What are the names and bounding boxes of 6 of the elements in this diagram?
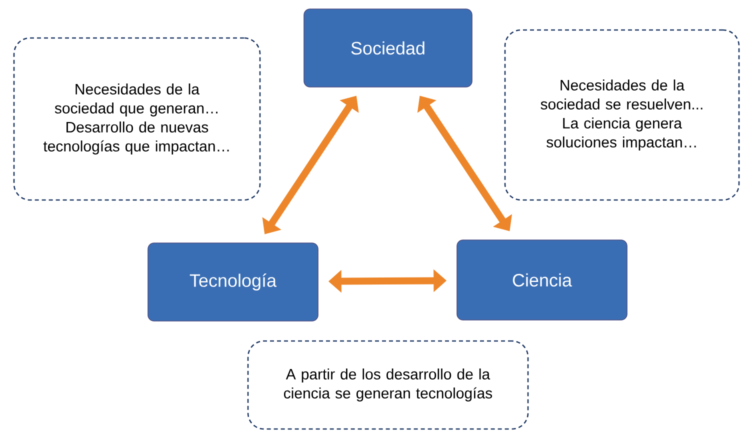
concept-box: Sociedad bbox=[304, 8, 472, 88]
concept-box: Tecnología bbox=[148, 242, 318, 322]
note-box: A partir de los desarrollo de la ciencia se generan tecnologías bbox=[247, 340, 529, 430]
note-box: Necesidades de la sociedad que generan… Desarrollo de nuevas tecnologías que impactan… bbox=[13, 37, 261, 201]
note-box: Necesidades de la sociedad se resuelven... La ciencia genera soluciones impactan… bbox=[504, 29, 740, 201]
concept-box: Ciencia bbox=[456, 240, 628, 320]
